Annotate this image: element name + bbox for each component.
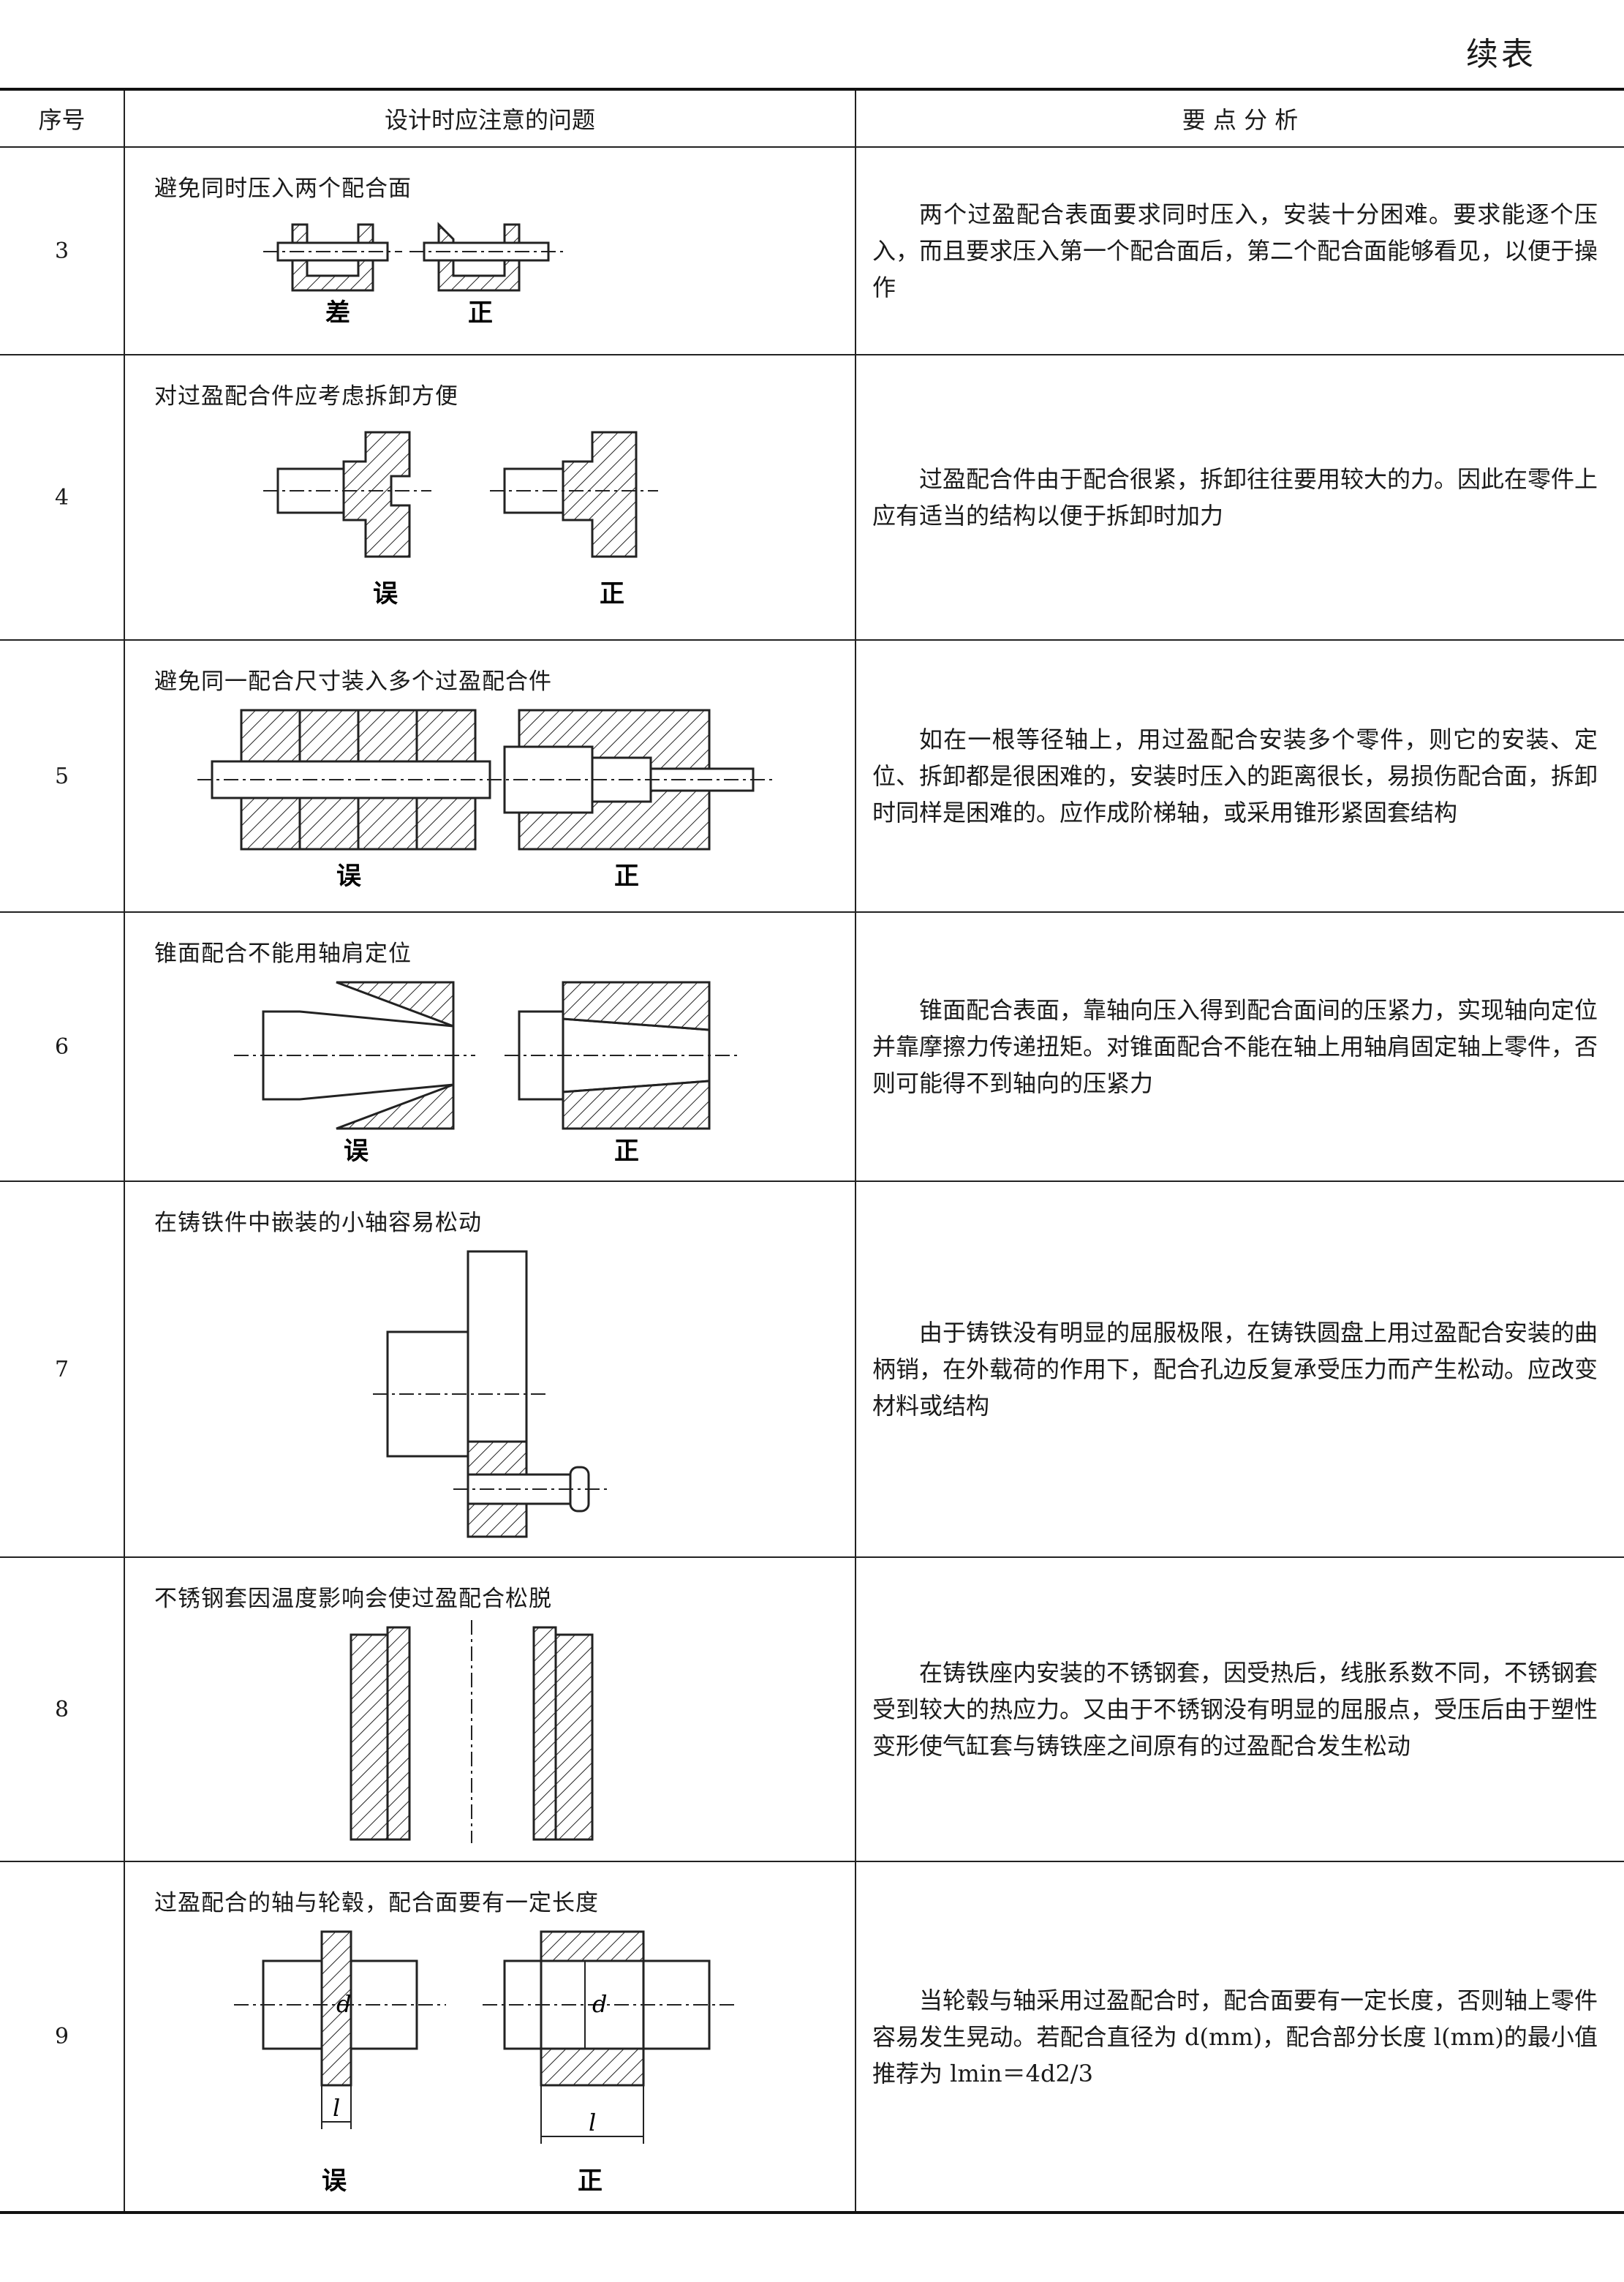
dim-l-correct: l bbox=[589, 2109, 596, 2136]
table-row: 9 过盈配合的轴与轮毂，配合面要有一定长度 bbox=[0, 1861, 1624, 2213]
analysis-text: 两个过盈配合表面要求同时压入，安装十分困难。要求能逐个压入，而且要求压入第一个配… bbox=[872, 200, 1598, 301]
table-row: 7 在铸铁件中嵌装的小轴容易松动 由于铸铁没有明显的屈服极限，在铸铁圆盘上用过盈… bbox=[0, 1181, 1624, 1557]
continued-label: 续表 bbox=[1466, 36, 1536, 73]
figure-cast-iron-pin bbox=[373, 1250, 607, 1538]
table-row: 8 不锈钢套因温度影响会使过盈配合松脱 在铸铁座内安装的不锈钢套，因受热后，线胀… bbox=[0, 1557, 1624, 1861]
label-correct: 正 bbox=[614, 1137, 639, 1165]
header-issue: 设计时应注意的问题 bbox=[124, 89, 856, 147]
analysis-text: 如在一根等径轴上，用过盈配合安装多个零件，则它的安装、定位、拆卸都是很困难的，安… bbox=[872, 726, 1598, 826]
issue-title: 在铸铁件中嵌装的小轴容易松动 bbox=[154, 1210, 482, 1236]
header-no: 序号 bbox=[0, 89, 125, 147]
header-analysis: 要 点 分 析 bbox=[855, 89, 1624, 147]
analysis-text: 过盈配合件由于配合很紧，拆卸往往要用较大的力。因此在零件上应有适当的结构以便于拆… bbox=[872, 465, 1598, 530]
label-wrong: 误 bbox=[322, 2166, 347, 2196]
figure-cone-fit: 误 正 bbox=[234, 981, 739, 1165]
row-number: 5 bbox=[0, 640, 125, 912]
table-row: 6 锥面配合不能用轴肩定位 误 正 bbox=[0, 912, 1624, 1181]
figure-press-fit-two-surfaces: 差 正 bbox=[263, 222, 563, 327]
row-number: 3 bbox=[0, 147, 125, 355]
issue-title: 避免同时压入两个配合面 bbox=[154, 176, 412, 202]
dim-l-wrong: l bbox=[333, 2094, 340, 2122]
table-row: 5 避免同一配合尺寸装入多个过盈配合件 误 正 bbox=[0, 640, 1624, 912]
dim-d-wrong: d bbox=[336, 1990, 351, 2018]
row-number: 4 bbox=[0, 355, 125, 640]
analysis-text: 由于铸铁没有明显的屈服极限，在铸铁圆盘上用过盈配合安装的曲柄销，在外载荷的作用下… bbox=[872, 1319, 1598, 1420]
row-number: 8 bbox=[0, 1557, 125, 1861]
label-wrong: 误 bbox=[344, 1137, 369, 1165]
analysis-text: 在铸铁座内安装的不锈钢套，因受热后，线胀系数不同，不锈钢套受到较大的热应力。又由… bbox=[872, 1659, 1598, 1760]
label-correct: 正 bbox=[578, 2166, 603, 2196]
figure-stainless-sleeve bbox=[350, 1620, 594, 1843]
table-row: 4 对过盈配合件应考虑拆卸方便 误 正 过盈配合件由于配合很紧，拆卸 bbox=[0, 355, 1624, 640]
issue-title: 不锈钢套因温度影响会使过盈配合松脱 bbox=[154, 1586, 552, 1612]
label-correct: 正 bbox=[600, 579, 624, 609]
issue-title: 锥面配合不能用轴肩定位 bbox=[154, 941, 412, 967]
analysis-text: 当轮毂与轴采用过盈配合时，配合面要有一定长度，否则轴上零件容易发生晃动。若配合直… bbox=[872, 1986, 1598, 2087]
label-wrong: 误 bbox=[336, 862, 361, 891]
analysis-text: 锥面配合表面，靠轴向压入得到配合面间的压紧力，实现轴向定位并靠摩擦力传递扭矩。对… bbox=[872, 996, 1598, 1097]
label-correct: 正 bbox=[468, 298, 493, 327]
figure-disassembly: 误 正 bbox=[263, 431, 658, 609]
dim-d-correct: d bbox=[592, 1990, 607, 2018]
label-wrong: 差 bbox=[325, 298, 350, 327]
figure-fit-length: d l d l 误 正 bbox=[234, 1930, 739, 2196]
issue-title: 对过盈配合件应考虑拆卸方便 bbox=[154, 383, 458, 410]
figure-multi-parts: 误 正 bbox=[197, 709, 775, 891]
table-row: 3 避免同时压入两个配合面 差 正 两个过盈配合表面要求同时压入，安 bbox=[0, 147, 1624, 355]
row-number: 7 bbox=[0, 1181, 125, 1557]
issue-title: 过盈配合的轴与轮毂，配合面要有一定长度 bbox=[154, 1890, 599, 1916]
table-header: 序号 设计时应注意的问题 要 点 分 析 bbox=[0, 89, 1624, 147]
label-wrong: 误 bbox=[373, 579, 398, 609]
row-number: 6 bbox=[0, 912, 125, 1181]
issue-title: 避免同一配合尺寸装入多个过盈配合件 bbox=[154, 669, 552, 695]
label-correct: 正 bbox=[614, 862, 639, 891]
design-table: 序号 设计时应注意的问题 要 点 分 析 3 避免同时压入两个配合面 bbox=[0, 88, 1624, 2214]
row-number: 9 bbox=[0, 1861, 125, 2213]
